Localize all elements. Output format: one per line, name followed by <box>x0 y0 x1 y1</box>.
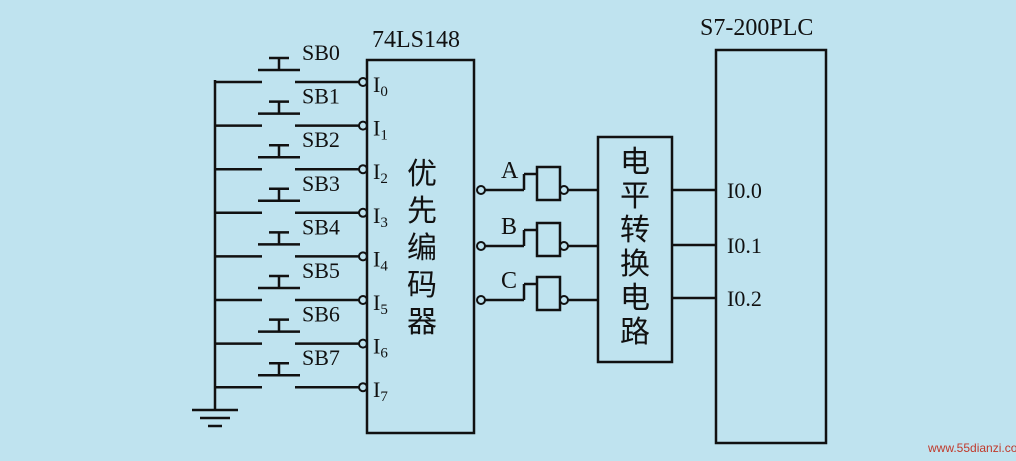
inverter-bubble <box>559 185 569 195</box>
plc-input-wires: I0.0I0.1I0.2 <box>672 178 762 311</box>
output-label: C <box>501 268 517 294</box>
inverter-bubble <box>559 295 569 305</box>
level-shifter-char: 转 <box>620 213 650 248</box>
input-pin-label: I1 <box>373 116 388 144</box>
push-button-switch: SB0 <box>215 40 368 87</box>
input-pin-label: I5 <box>373 290 388 318</box>
switch-label: SB7 <box>302 345 340 370</box>
input-pin-subscript: 5 <box>380 302 388 318</box>
level-shifter-char: 换 <box>620 247 650 282</box>
input-pin-label: I4 <box>373 246 388 274</box>
plc-input-label: I0.0 <box>727 178 762 203</box>
input-pin-subscript: 4 <box>380 258 388 274</box>
output-pin-bubble <box>476 185 486 195</box>
inverter-gate <box>535 165 562 202</box>
level-shifter-char: 路 <box>620 315 650 350</box>
inverter-bubble <box>559 241 569 251</box>
output-pin-bubble <box>476 241 486 251</box>
input-pin-subscript: 6 <box>380 346 388 362</box>
input-pin-subscript: 7 <box>380 389 388 405</box>
level-shifter-char: 电 <box>620 281 650 316</box>
input-pin-subscript: 0 <box>380 84 388 100</box>
output-label: A <box>501 158 519 184</box>
switch-label: SB1 <box>302 84 340 109</box>
switch-label: SB2 <box>302 127 340 152</box>
switch-label: SB6 <box>302 302 340 327</box>
input-pin-subscript: 2 <box>380 171 388 187</box>
encoder-outputs: A B C <box>476 158 598 312</box>
input-pin-subscript: 3 <box>380 215 388 231</box>
watermark: www.55dianzi.com <box>927 441 1016 455</box>
plc-block: S7-200PLC <box>700 15 828 445</box>
input-pin-label: I7 <box>373 377 388 405</box>
encoder-label-char: 先 <box>407 194 437 229</box>
output-pin-bubble <box>476 295 486 305</box>
plc-input-label: I0.1 <box>727 233 762 258</box>
output-inverter: C <box>476 268 598 312</box>
level-shifter-char: 电 <box>620 145 650 180</box>
push-button-switch: SB5 <box>215 258 368 305</box>
push-button-switch: SB3 <box>215 171 368 218</box>
push-button-switch: SB2 <box>215 127 368 175</box>
input-pin-label: I6 <box>373 334 388 362</box>
level-shifter-block: 电 平 转 换 电 路 <box>596 135 674 364</box>
encoder-label-char: 优 <box>407 157 437 192</box>
encoder-title: 74LS148 <box>372 27 460 53</box>
inverter-gate <box>535 221 562 258</box>
output-label: B <box>501 214 517 240</box>
encoder-block: 74LS148 优 先 编 码 器 <box>365 27 476 435</box>
input-pin-label: I0 <box>373 72 388 100</box>
push-button-switch: SB6 <box>215 302 368 349</box>
output-inverter: B <box>476 214 598 258</box>
ground-rail <box>192 80 238 428</box>
input-pin-label: I2 <box>373 159 388 187</box>
encoder-label-char: 编 <box>407 231 437 266</box>
encoder-label-char: 码 <box>407 268 437 303</box>
input-pin-label: I3 <box>373 203 388 231</box>
switch-label: SB3 <box>302 171 340 196</box>
input-pin-subscript: 1 <box>380 128 388 144</box>
output-inverter: A <box>476 158 598 202</box>
push-button-switch: SB1 <box>215 84 368 131</box>
switch-label: SB5 <box>302 258 340 283</box>
push-button-switch: SB7 <box>215 345 368 393</box>
inverter-gate <box>535 275 562 312</box>
encoder-label-char: 器 <box>407 305 437 340</box>
plc-title: S7-200PLC <box>700 15 813 41</box>
plc-input-label: I0.2 <box>727 286 762 311</box>
switch-label: SB4 <box>302 214 340 239</box>
push-button-switch: SB4 <box>215 214 368 262</box>
switch-label: SB0 <box>302 40 340 65</box>
level-shifter-char: 平 <box>620 179 650 214</box>
